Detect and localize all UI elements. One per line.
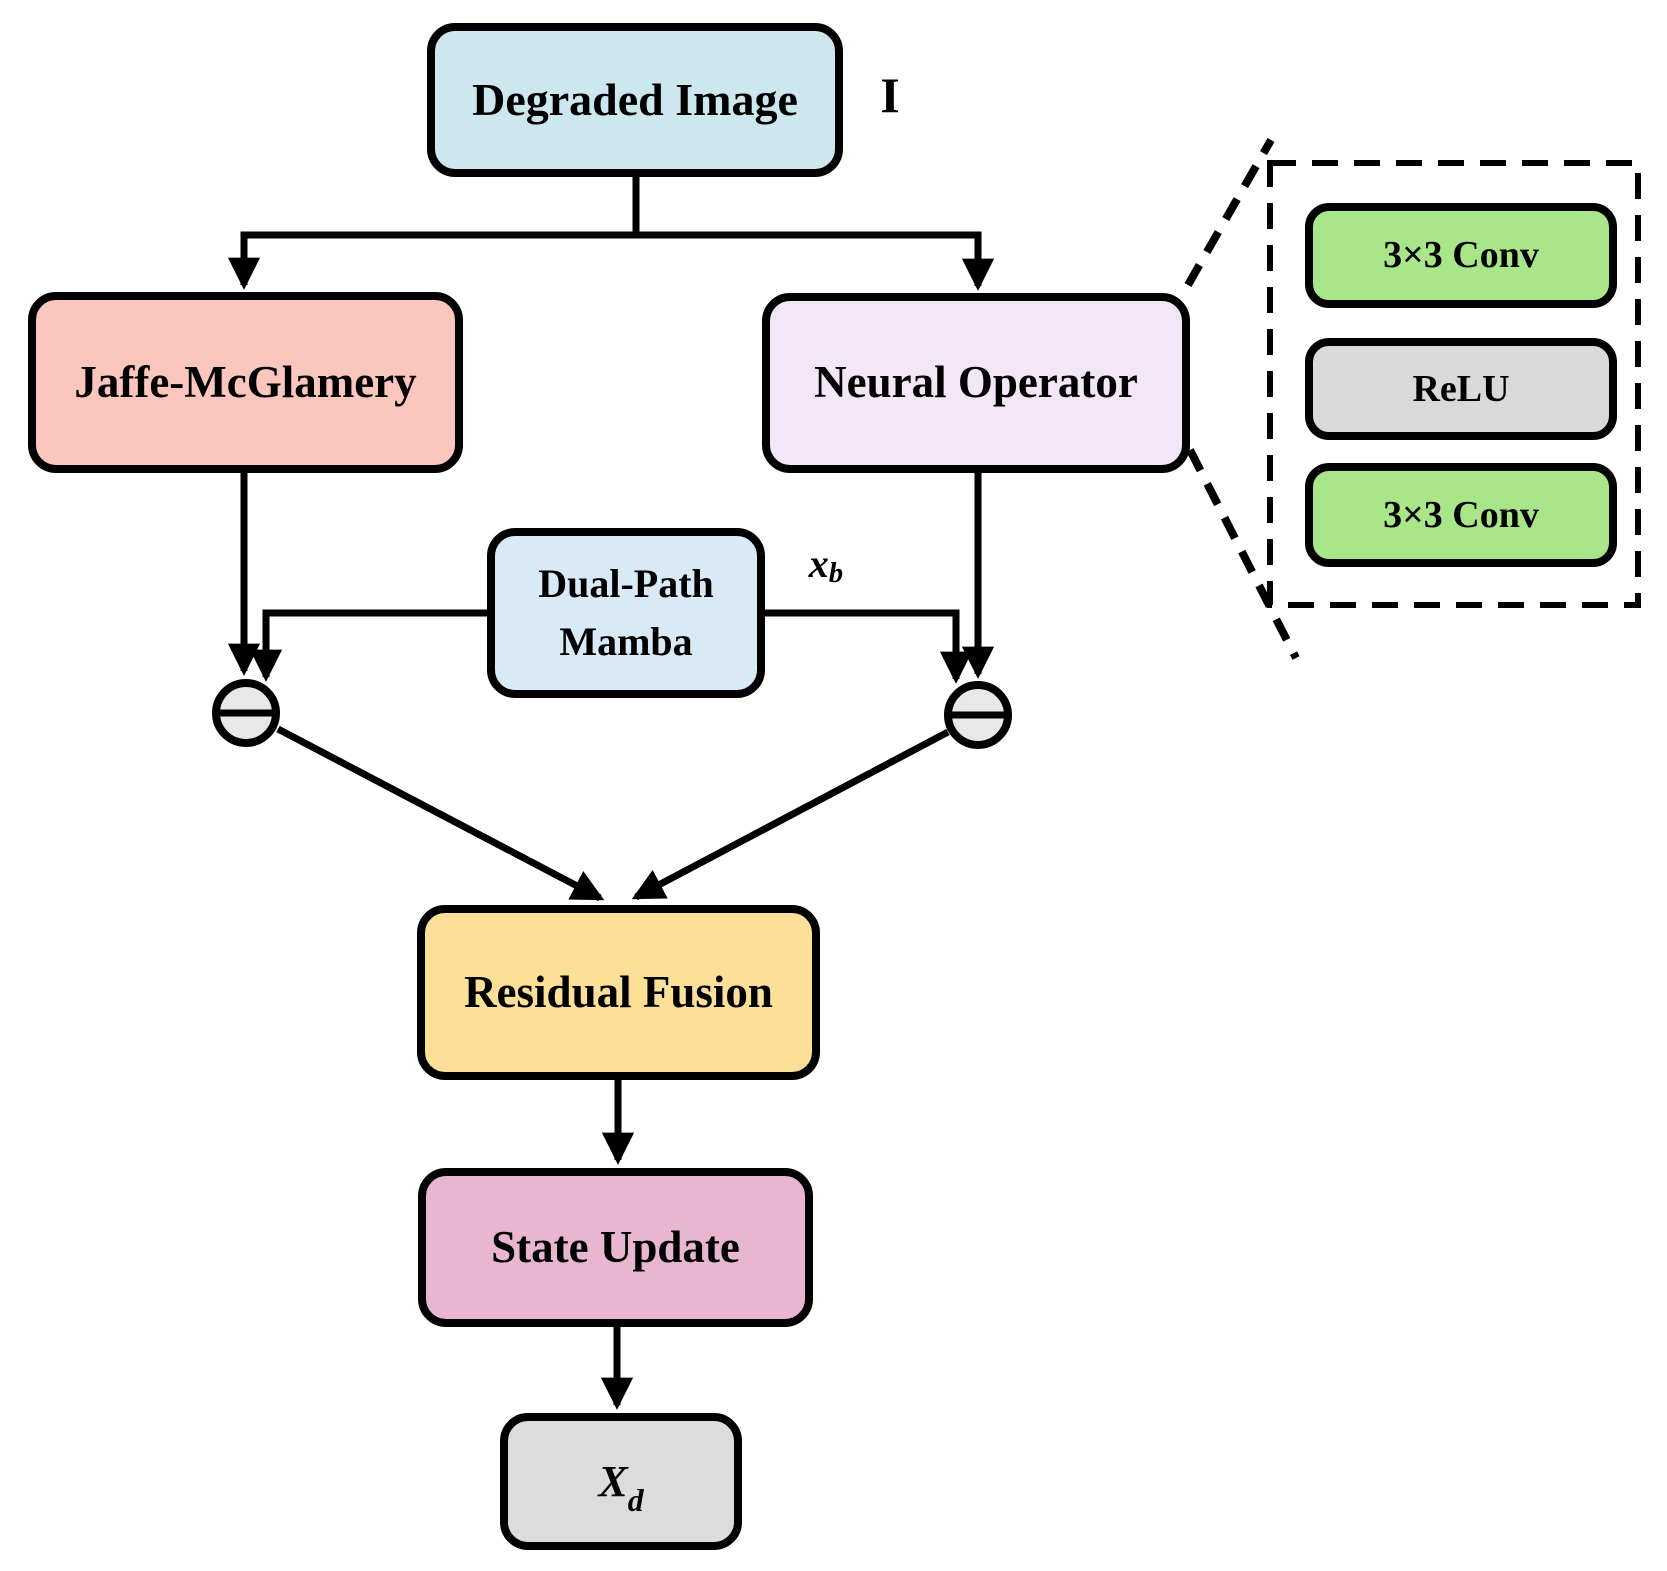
node-label-line2: Mamba: [559, 619, 693, 664]
arrow-subtract-right-to-residual: [631, 728, 950, 901]
dashed-callout-bottom: [1186, 448, 1300, 660]
arrow-subtract-left-to-residual: [276, 725, 605, 902]
node-label: Jaffe-McGlamery: [74, 356, 417, 407]
output-subscript: d: [627, 1483, 644, 1519]
input-symbol-text: I: [880, 67, 900, 123]
detail-relu-box: ReLU: [1305, 338, 1617, 440]
node-jaffe-mcglamery: Jaffe-McGlamery: [28, 292, 463, 473]
node-dual-path-mamba: Dual-Path Mamba: [487, 528, 765, 698]
xb-base: x: [808, 541, 829, 586]
node-label: Residual Fusion: [464, 966, 773, 1017]
dashed-detail-frame: [1267, 160, 1641, 608]
detail-label: 3×3 Conv: [1383, 234, 1539, 277]
input-symbol-label: I: [858, 66, 922, 124]
detail-label: 3×3 Conv: [1383, 493, 1539, 536]
arrow-mamba-to-subtract-right: [765, 609, 973, 684]
node-residual-fusion: Residual Fusion: [417, 905, 820, 1080]
node-label: State Update: [491, 1221, 740, 1272]
output-symbol: Xd: [598, 1456, 643, 1517]
node-output-xd: Xd: [500, 1413, 742, 1550]
node-label: Neural Operator: [814, 357, 1138, 408]
detail-conv-box-2: 3×3 Conv: [1305, 463, 1617, 567]
node-degraded-image: Degraded Image: [427, 23, 843, 177]
node-label-line1: Dual-Path: [538, 561, 714, 606]
detail-conv-box-1: 3×3 Conv: [1305, 203, 1617, 308]
node-state-update: State Update: [418, 1168, 813, 1327]
detail-label: ReLU: [1412, 367, 1510, 410]
dashed-callout-top: [1184, 138, 1275, 287]
arrow-mamba-to-subtract-left: [249, 609, 487, 682]
node-label: Degraded Image: [472, 73, 798, 125]
node-neural-operator: Neural Operator: [762, 293, 1190, 473]
output-base: X: [598, 1456, 628, 1506]
